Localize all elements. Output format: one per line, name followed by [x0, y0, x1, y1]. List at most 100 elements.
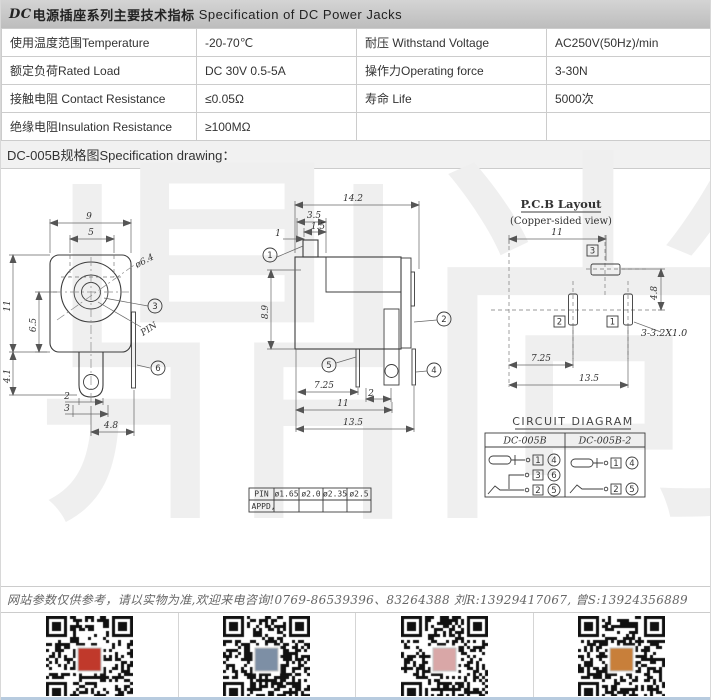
spec-label: [356, 112, 547, 141]
spec-label: 操作力Operating force: [356, 56, 547, 85]
pin-label: PIN: [138, 320, 160, 339]
pin-table-appd: APPD,: [252, 502, 276, 511]
pad-2-label: 2: [557, 318, 562, 328]
spec-table: 使用温度范围Temperature -20-70℃ 耐压 Withstand V…: [1, 28, 710, 141]
spec-label: 耐压 Withstand Voltage: [356, 28, 547, 57]
svg-text:5: 5: [551, 486, 556, 496]
dim-front-inner-width: 5: [88, 228, 94, 238]
spec-label: 接触电阻 Contact Resistance: [1, 84, 197, 113]
svg-text:4: 4: [551, 456, 556, 466]
dim-front-dia: ø6.4: [133, 252, 156, 271]
page-title-cn: 电源插座系列主要技术指标: [32, 7, 195, 23]
dim-front-b3: 3: [64, 404, 70, 414]
table-row: 额定负荷Rated Load DC 30V 0.5-5A 操作力Operatin…: [1, 56, 710, 85]
pin-table-h2: ø1.65: [274, 490, 298, 499]
footer-note-bar: 网站参数仅供参考，请以实物为准,欢迎来电咨询!0769-86539396、832…: [1, 586, 710, 613]
svg-text:2: 2: [535, 486, 540, 496]
circuit-diagram: CIRCUIT DIAGRAM DC-005B DC-005B-2 1 4: [484, 415, 646, 498]
circuit-model-2: DC-005B-2: [578, 436, 632, 447]
dim-side-w1: 1: [275, 229, 281, 239]
svg-text:4: 4: [629, 459, 634, 469]
table-row: 使用温度范围Temperature -20-70℃ 耐压 Withstand V…: [1, 28, 710, 57]
spec-value: -20-70℃: [196, 28, 357, 57]
specification-drawing: 鼎尚: [1, 129, 710, 586]
pin-size-table: PIN ø1.65 ø2.0 ø2.35 ø2.5 APPD,: [248, 487, 372, 513]
circuit-model-1: DC-005B: [502, 436, 546, 447]
spec-label: 使用温度范围Temperature: [1, 28, 197, 57]
callout-2: 2: [441, 315, 446, 325]
svg-text:2: 2: [613, 485, 618, 495]
footer-note: 网站参数仅供参考，请以实物为准,欢迎来电咨询!0769-86539396、832…: [7, 593, 688, 607]
side-view: 14.2 3.5 1.5 1 8.9 1 2: [261, 194, 452, 433]
page-title-en: Specification of DC Power Jacks: [194, 6, 403, 22]
svg-text:6: 6: [551, 471, 556, 481]
callout-4: 4: [431, 366, 436, 376]
spec-label: 寿命 Life: [356, 84, 547, 113]
spec-label: 绝缘电阻Insulation Resistance: [1, 112, 197, 141]
dim-side-w142: 14.2: [343, 194, 363, 204]
dim-side-w35: 3.5: [307, 211, 322, 221]
qr-code-2: [223, 616, 311, 696]
dim-front-b48: 4.8: [103, 421, 119, 431]
callout-1: 1: [267, 251, 272, 261]
section-title-bar: DC-005B规格图Specification drawing：: [1, 141, 710, 169]
pin-table-h5: ø2.5: [349, 490, 368, 499]
table-row: 接触电阻 Contact Resistance ≤0.05Ω 寿命 Life 5…: [1, 84, 710, 113]
qr-cell-2: [179, 613, 356, 697]
dim-pcb-w11: 11: [551, 228, 562, 238]
section-title: DC-005B规格图Specification drawing：: [7, 148, 236, 163]
dim-front-width: 9: [86, 212, 92, 222]
qr-code-3: [400, 616, 488, 696]
spec-value: DC 30V 0.5-5A: [196, 56, 357, 85]
pad-1-label: 1: [610, 318, 615, 328]
title-prefix: DC: [9, 6, 32, 22]
dim-front-b2: 2: [63, 392, 70, 402]
dim-side-b11: 11: [337, 399, 348, 409]
pin-table-h4: ø2.35: [323, 490, 347, 499]
dim-side-h89: 8.9: [261, 305, 271, 320]
dim-side-b2: 2: [367, 389, 374, 399]
table-row: 绝缘电阻Insulation Resistance ≥100MΩ: [1, 112, 710, 141]
pcb-layout: P.C.B Layout (Copper-sided view) 11 3: [491, 197, 687, 389]
svg-text:1: 1: [535, 456, 540, 466]
pcb-subtitle: (Copper-sided view): [510, 216, 612, 227]
circuit-model-1-symbols: 1 4 3 6 2 5: [487, 453, 561, 497]
page-title-bar: DC 电源插座系列主要技术指标 Specification of DC Powe…: [1, 0, 710, 28]
dim-side-b725: 7.25: [314, 381, 334, 391]
svg-text:1: 1: [613, 459, 618, 469]
spec-value: [546, 112, 710, 141]
pin-table-h3: ø2.0: [301, 490, 320, 499]
qr-code-4: [578, 616, 666, 696]
dim-front-height: 11: [3, 300, 13, 311]
dim-side-b135: 13.5: [343, 418, 363, 428]
dim-pcb-h48: 4.8: [650, 286, 660, 302]
dim-pcb-b135: 13.5: [579, 374, 599, 384]
spec-value: 5000次: [546, 84, 710, 113]
qr-cell-1: [1, 613, 179, 697]
callout-6: 6: [155, 364, 160, 374]
bottom-accent-strip: [1, 697, 710, 700]
pin-table-h1: PIN: [254, 490, 269, 499]
qr-code-row: [1, 613, 710, 697]
pcb-title: P.C.B Layout: [521, 197, 603, 211]
dim-front-tab-height: 4.1: [3, 369, 13, 384]
spec-value: AC250V(50Hz)/min: [546, 28, 710, 57]
circuit-title: CIRCUIT DIAGRAM: [512, 415, 634, 428]
qr-cell-3: [356, 613, 534, 697]
svg-text:5: 5: [629, 485, 634, 495]
spec-value: ≤0.05Ω: [196, 84, 357, 113]
dim-side-w15: 1.5: [311, 222, 326, 232]
spec-label: 额定负荷Rated Load: [1, 56, 197, 85]
dim-pcb-b725: 7.25: [531, 354, 551, 364]
front-view: 9 5 11 6.5 4.1 2 3: [3, 212, 166, 436]
pcb-hole-note: 3-3.2X1.0: [641, 328, 687, 339]
qr-code-1: [45, 616, 133, 696]
dim-front-center-height: 6.5: [29, 318, 39, 333]
spec-value: 3-30N: [546, 56, 710, 85]
pad-3-label: 3: [590, 247, 595, 257]
qr-cell-4: [534, 613, 711, 697]
callout-3: 3: [152, 302, 157, 312]
technical-drawing-svg: 9 5 11 6.5 4.1 2 3: [3, 194, 687, 513]
circuit-model-2-symbols: 1 4 2 5: [569, 456, 639, 496]
